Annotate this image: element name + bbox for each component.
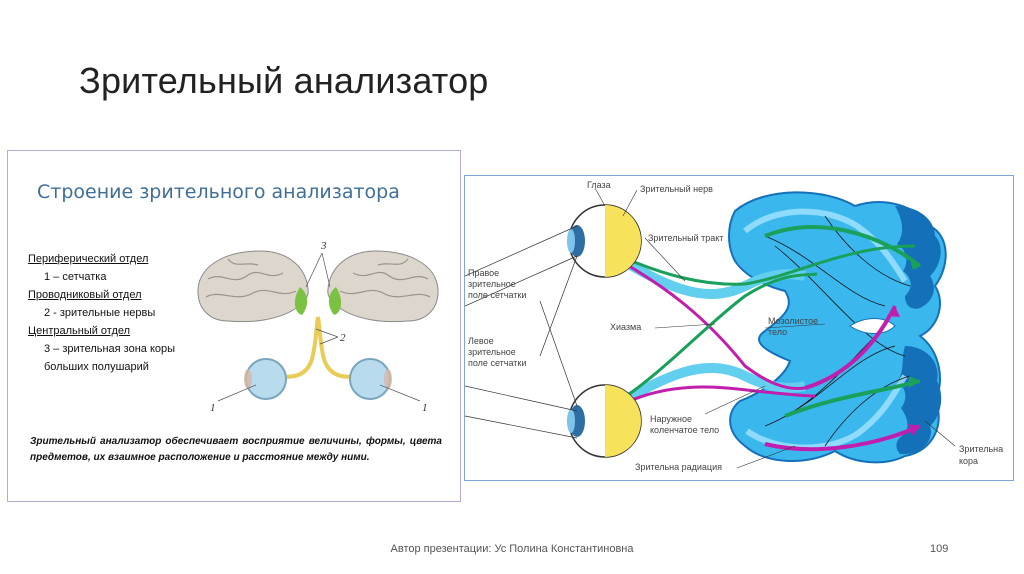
footer-author: Автор презентации: Ус Полина Константино… — [390, 543, 634, 555]
pathway-green-lower — [614, 272, 818, 406]
structure-list: Периферический отдел 1 – сетчатка Провод… — [28, 250, 208, 376]
structure-heading-peripheral: Периферический отдел — [28, 253, 149, 265]
label-left-field-2: зрительное — [468, 347, 516, 357]
label-right-field-1: Правое — [468, 268, 500, 278]
label-optic-tract: Зрительный тракт — [648, 233, 724, 243]
label-right-field-2: зрительное — [468, 279, 516, 289]
label-optic-nerve: Зрительный нерв — [640, 184, 713, 194]
eye-upper — [567, 204, 642, 278]
left-diagram-panel: Строение зрительного анализатора Перифер… — [7, 150, 461, 502]
left-hemisphere — [197, 250, 309, 323]
label-right-field-3: поле сетчатки — [468, 290, 527, 300]
footnote: Зрительный анализатор обеспечивает воспр… — [30, 436, 442, 463]
visual-pathway-diagram — [465, 187, 956, 469]
structure-item-cortex-cont: больших полушарий — [44, 361, 149, 373]
label-lgn-1: Наружное — [650, 414, 693, 424]
panel-title: Строение зрительного анализатора — [37, 181, 400, 203]
label-one-left: 1 — [210, 402, 216, 414]
pathway-magenta-upper — [614, 256, 806, 391]
label-chiasm: Хиазма — [610, 322, 642, 332]
structure-item-nerves: 2 - зрительные нервы — [44, 307, 156, 319]
visual-cortex-left — [294, 287, 308, 315]
right-hemisphere — [327, 250, 439, 323]
eye-lower — [567, 384, 642, 458]
label-eyes: Глаза — [587, 180, 611, 190]
label-corpus-1: Мозолистое — [768, 316, 819, 326]
label-cortex-1: Зрительна — [959, 444, 1004, 454]
right-diagram-panel: Глаза Зрительный нерв Зрительный тракт П… — [464, 175, 1014, 481]
cortex-folds-lower — [896, 346, 942, 455]
structure-heading-conductive: Проводниковый отдел — [28, 289, 142, 301]
structure-heading-central: Центральный отдел — [28, 325, 131, 337]
label-left-field-1: Левое — [468, 336, 494, 346]
label-cortex-2: кора — [959, 456, 979, 466]
label-one-right: 1 — [422, 402, 428, 414]
brain-eyes-illustration: 3 2 1 1 — [197, 240, 439, 414]
pathway-magenta-lower — [614, 385, 816, 410]
visual-cortex-right — [328, 287, 342, 315]
pathway-lower-cyan — [612, 363, 807, 411]
structure-item-cortex: 3 – зрительная зона коры — [44, 343, 176, 355]
label-lgn-2: коленчатое тело — [650, 425, 720, 435]
cortex-folds-upper — [895, 206, 941, 309]
label-left-field-3: поле сетчатки — [468, 358, 527, 368]
label-two: 2 — [340, 332, 346, 344]
slide-title: Зрительный анализатор — [79, 60, 489, 101]
label-radiation: Зрительна радиация — [635, 462, 722, 472]
pathway-green-upper — [614, 244, 916, 286]
structure-item-retina: 1 – сетчатка — [44, 271, 107, 283]
page-number: 109 — [930, 543, 949, 555]
label-three: 3 — [320, 240, 327, 252]
label-corpus-2: тело — [768, 327, 788, 337]
